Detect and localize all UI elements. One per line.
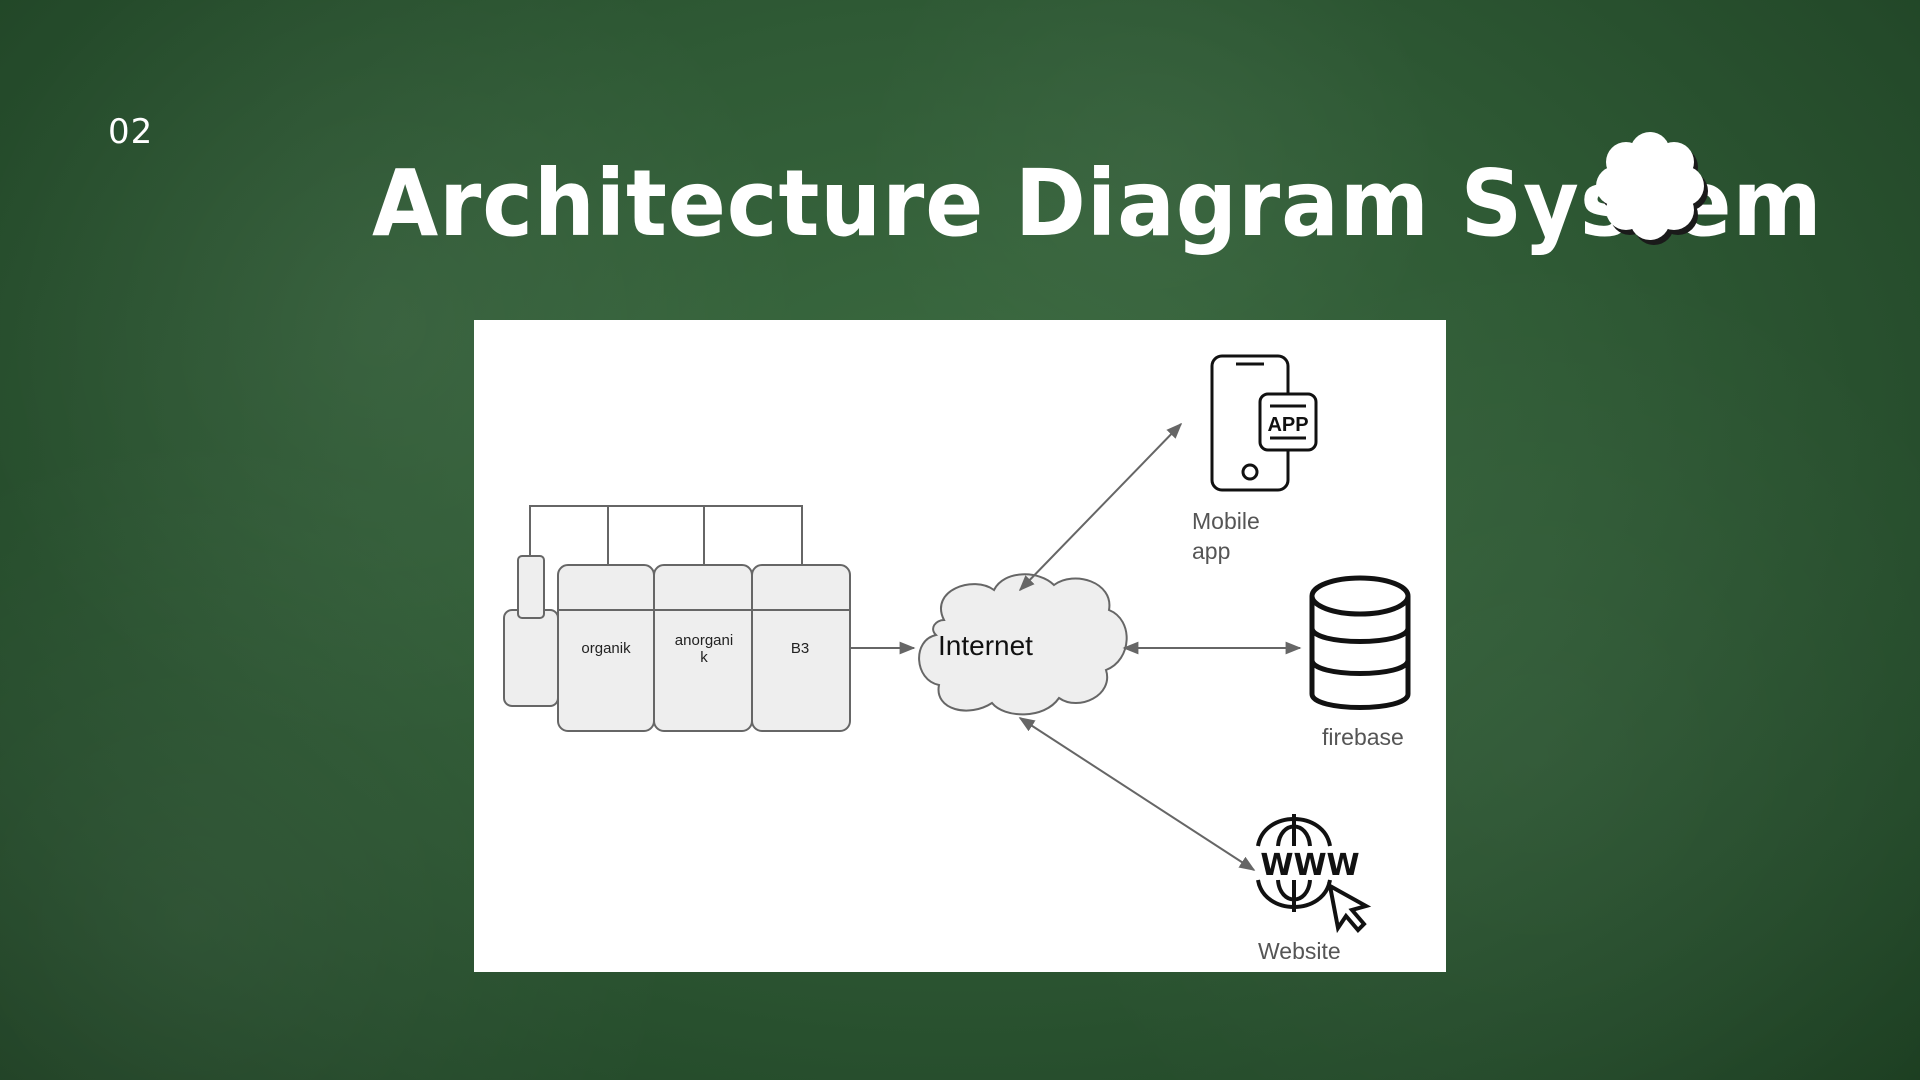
- internet-cloud: [918, 573, 1128, 716]
- website-icon: [1256, 814, 1372, 934]
- waste-bins: [503, 505, 851, 732]
- arrow-internet-website: [1018, 717, 1256, 871]
- flower-icon: [1596, 132, 1708, 245]
- bin-label-anorganik: anorgani k: [674, 632, 734, 666]
- architecture-diagram: APP WWW organik anorgani k B3 Internet M…: [474, 320, 1446, 972]
- sensor-box: [503, 609, 559, 707]
- database-icon: [1309, 575, 1411, 710]
- mobile-app-label: Mobile app: [1192, 508, 1260, 564]
- website-label: Website: [1258, 938, 1341, 964]
- sensor-head: [517, 555, 545, 619]
- arrow-internet-mobile: [1018, 422, 1183, 592]
- mobile-app-icon: [1210, 354, 1318, 492]
- internet-label: Internet: [938, 630, 1033, 661]
- app-badge-text: APP: [1267, 414, 1308, 436]
- bin-connector: [529, 505, 803, 522]
- diagram-canvas: APP WWW: [503, 354, 1411, 934]
- bin-label-organik: organik: [581, 640, 631, 657]
- firebase-label: firebase: [1322, 724, 1404, 750]
- slide-title: Architecture Diagram System: [372, 150, 1823, 257]
- bin-label-b3: B3: [790, 640, 810, 657]
- slide-number: 02: [108, 112, 154, 152]
- www-text: WWW: [1260, 848, 1359, 883]
